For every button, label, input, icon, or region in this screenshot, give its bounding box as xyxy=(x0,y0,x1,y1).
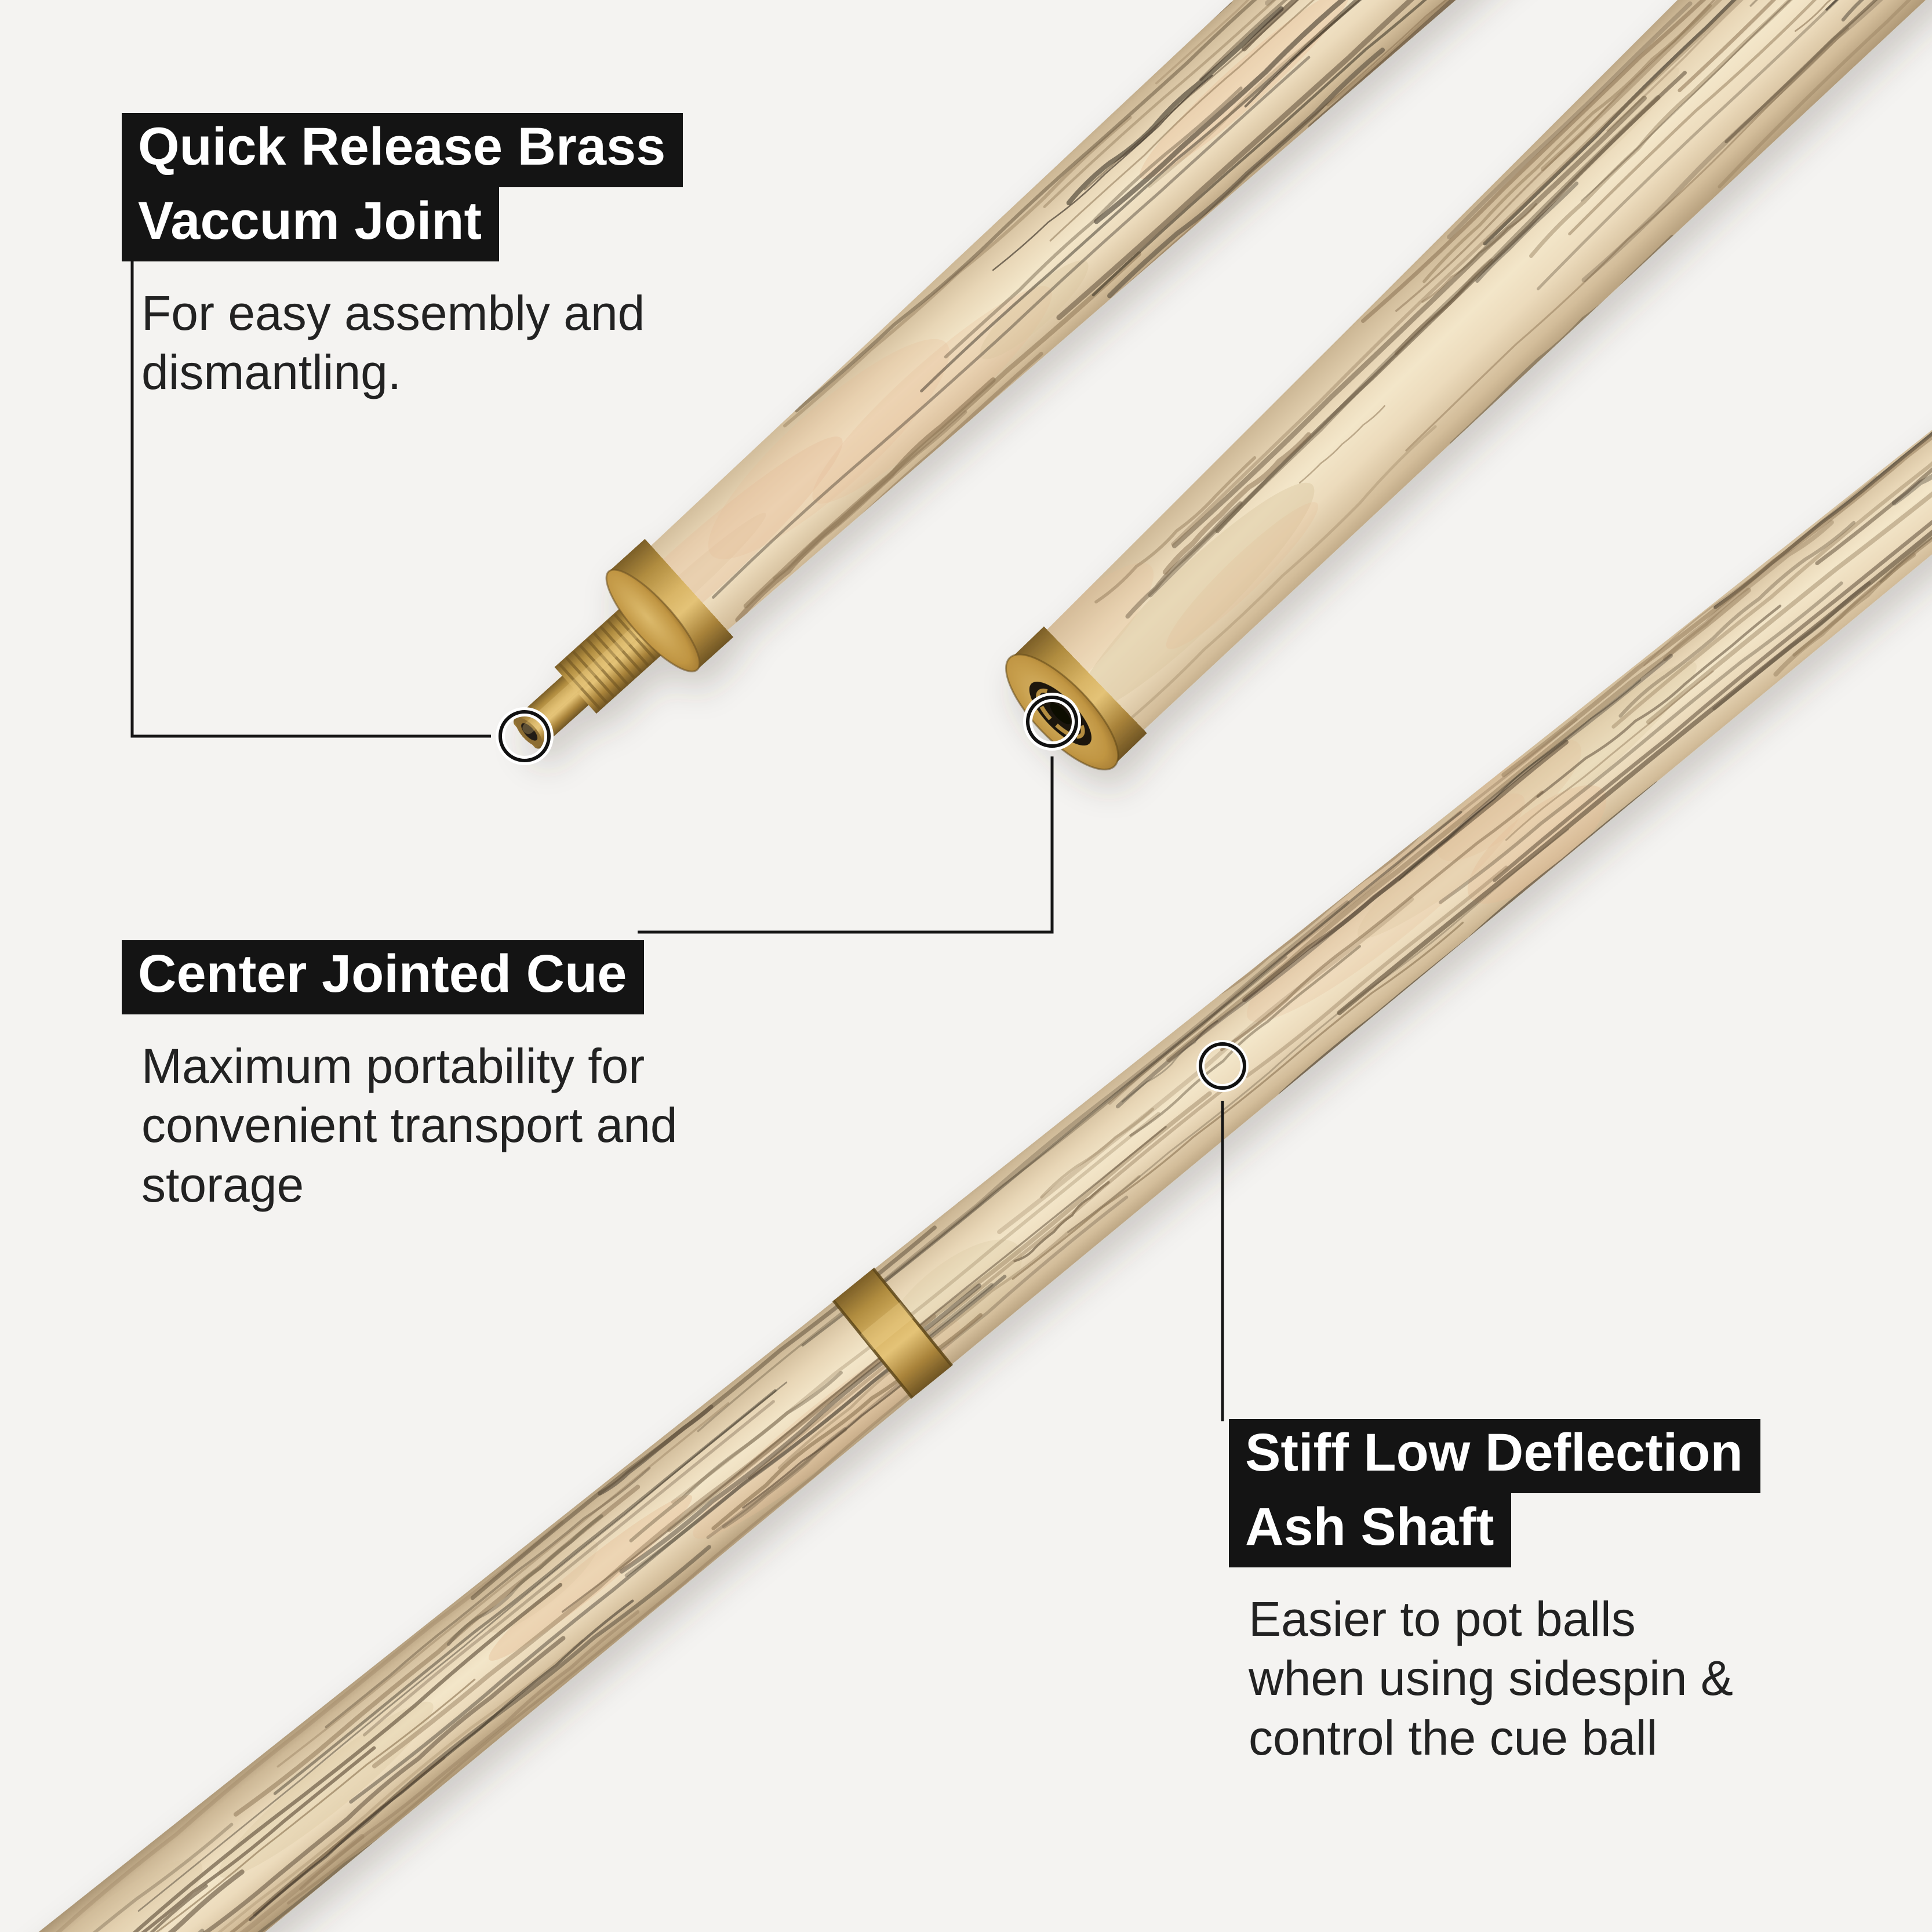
joint-marker-socket xyxy=(1023,693,1081,751)
cue-shaft-section xyxy=(1005,0,1932,771)
shaft-marker xyxy=(1196,1040,1249,1092)
callout-body: For easy assembly and dismantling. xyxy=(141,285,645,400)
callout-title-line: Vaccum Joint xyxy=(122,187,500,261)
joint-marker-pin-tip xyxy=(496,707,554,765)
callout-quick-release-joint: Quick Release Brass Vaccum Joint For eas… xyxy=(122,113,683,402)
callout-body: Easier to pot balls when using sidespin … xyxy=(1249,1591,1733,1765)
socket-rim xyxy=(1005,653,1119,771)
cue-butt-section xyxy=(513,0,1832,749)
brass-collar-face xyxy=(606,569,700,672)
callout-title-line: Ash Shaft xyxy=(1229,1493,1512,1567)
ring-edge xyxy=(832,1300,914,1399)
callout-title-line: Stiff Low Deflection xyxy=(1229,1419,1760,1493)
collar-rim xyxy=(605,569,701,672)
ring-edge xyxy=(872,1267,954,1367)
brass-collar xyxy=(607,539,734,671)
connector-line-center-joint xyxy=(638,756,1054,934)
callout-ash-shaft: Stiff Low Deflection Ash Shaft Easier to… xyxy=(1229,1419,1760,1767)
callout-title: Center Jointed Cue xyxy=(122,940,678,1014)
ring-highlight xyxy=(860,1301,914,1351)
cue-shaft-wood xyxy=(1041,0,1932,736)
socket-depth-shadow xyxy=(1050,703,1071,725)
callout-title-line: Center Jointed Cue xyxy=(122,940,645,1014)
brass-highlight xyxy=(522,617,651,734)
callout-title: Stiff Low Deflection Ash Shaft xyxy=(1229,1419,1760,1567)
wood-grain xyxy=(1022,0,1932,745)
callout-body: Maximum portability for convenient trans… xyxy=(141,1038,678,1212)
callout-center-jointed-cue: Center Jointed Cue Maximum portability f… xyxy=(122,940,678,1214)
callout-title: Quick Release Brass Vaccum Joint xyxy=(122,113,683,261)
wood-grain xyxy=(624,0,1832,658)
callout-title-line: Quick Release Brass xyxy=(122,113,683,187)
connector-line-quick-release xyxy=(130,255,491,738)
